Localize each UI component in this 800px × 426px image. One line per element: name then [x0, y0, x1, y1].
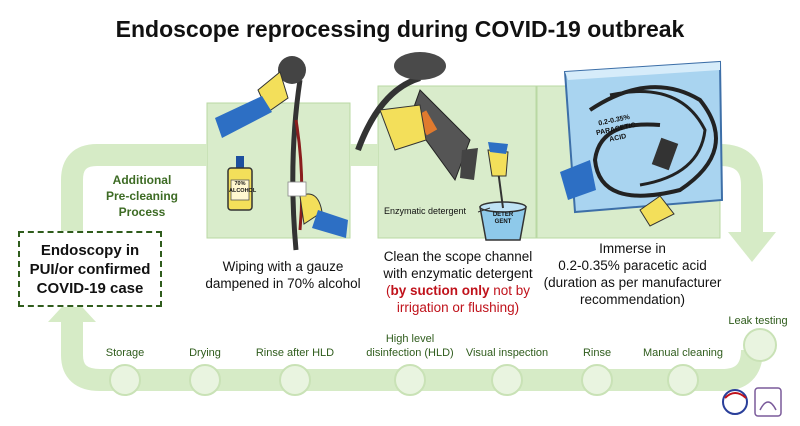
suction-caption-warning-line-2: irrigation or flushing) — [396, 300, 520, 315]
step-circle-storage — [109, 364, 141, 396]
wipe-caption-line-2: dampened in 70% alcohol — [205, 276, 361, 291]
step-label-storage: Storage — [105, 347, 145, 359]
suction-warning-bold: by suction only — [390, 283, 490, 298]
step-circle-rinse-after-hld — [279, 364, 311, 396]
enzymatic-detergent-note: Enzymatic detergent — [384, 206, 467, 216]
immersion-tray-icon — [560, 60, 724, 227]
wipe-caption: Wiping with a gauze dampened in 70% alco… — [198, 258, 368, 292]
immerse-caption-line-1: Immerse in — [599, 241, 666, 256]
suction-caption-line-2: with enzymatic detergent — [383, 266, 533, 281]
cup-label-line-1: DETER — [492, 212, 514, 218]
step-label-visual-inspection: Visual inspection — [465, 347, 549, 359]
bottle-label-line-2: ALCOHOL — [229, 188, 257, 194]
additional-label-line-3: Process — [118, 205, 166, 219]
start-box: Endoscopy in PUI/or confirmed COVID-19 c… — [18, 231, 162, 307]
suction-warning-rest: not by — [489, 283, 531, 298]
step-circle-leak-testing — [743, 328, 777, 362]
ent-logo-icon — [754, 387, 782, 417]
immerse-caption-line-2: 0.2-0.35% paracetic acid — [558, 258, 707, 273]
step-circle-visual-inspection — [491, 364, 523, 396]
start-box-line-3: COVID-19 case — [36, 279, 144, 297]
step-label-hld-line-1: High level — [385, 333, 435, 345]
step-label-drying: Drying — [189, 347, 221, 359]
step-circles — [109, 328, 777, 396]
down-arrow-head — [728, 232, 776, 262]
additional-label-line-2: Pre-cleaning — [105, 189, 179, 203]
bottle-label-line-1: 70% — [234, 181, 246, 187]
top-flow-arrow — [61, 144, 763, 238]
additional-precleaning-label: Additional Pre-cleaning Process — [92, 172, 192, 220]
suction-warning-open: ( — [385, 283, 391, 298]
step-circle-drying — [189, 364, 221, 396]
cup-label-line-2: GENT — [494, 219, 512, 225]
step-circle-rinse — [581, 364, 613, 396]
step-label-rinse-after-hld: Rinse after HLD — [255, 347, 335, 359]
step-label-rinse: Rinse — [582, 347, 612, 359]
endoscope-wipe-icon — [215, 56, 348, 251]
suction-caption-line-1: Clean the scope channel — [383, 249, 533, 264]
suction-caption: Clean the scope channel with enzymatic d… — [370, 248, 546, 316]
step-label-manual-cleaning: Manual cleaning — [642, 347, 724, 359]
endoscope-suction-icon — [355, 52, 478, 182]
alcohol-bottle-icon — [227, 156, 253, 211]
cage-logo-icon — [722, 389, 748, 415]
step-label-hld: High level disinfection (HLD) — [350, 332, 470, 360]
additional-label-line-1: Additional — [112, 173, 172, 187]
start-box-line-1: Endoscopy in — [40, 241, 140, 259]
bottom-flow-arrow — [61, 318, 763, 391]
wipe-caption-line-1: Wiping with a gauze — [222, 259, 344, 274]
step-circle-hld — [394, 364, 426, 396]
bottle-label: 70% ALCOHOL — [229, 181, 257, 195]
immerse-caption-line-3: (duration as per manufacturer — [543, 275, 722, 290]
step-label-hld-line-2: disinfection (HLD) — [366, 347, 454, 359]
immerse-caption: Immerse in 0.2-0.35% paracetic acid (dur… — [540, 240, 725, 308]
step-circle-manual-cleaning — [667, 364, 699, 396]
up-arrow-head — [48, 296, 96, 322]
diagram-title: Endoscope reprocessing during COVID-19 o… — [115, 16, 685, 42]
start-box-line-2: PUI/or confirmed — [29, 260, 151, 278]
immerse-caption-line-4: recommendation) — [579, 292, 686, 307]
step-label-leak-testing: Leak testing — [728, 315, 788, 327]
detergent-pointer-line — [477, 207, 491, 213]
cup-label: DETER GENT — [488, 212, 518, 226]
detergent-cup-icon — [479, 142, 527, 241]
suction-caption-warning: (by suction only not by — [370, 282, 546, 299]
